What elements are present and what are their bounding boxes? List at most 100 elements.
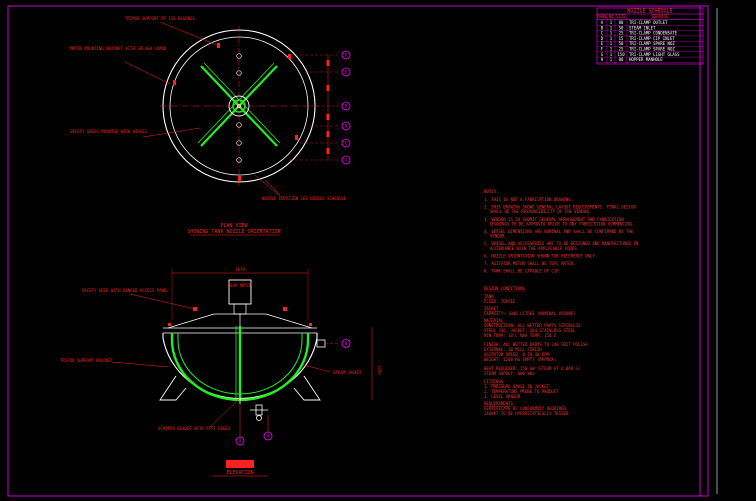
nozzle-service: TRI-CLAMP SPARE NOZ: [629, 41, 675, 46]
plan-view-title: PLAN VIEW: [220, 223, 248, 229]
design-line: JACKET TO BE HYDROSTATICALLY TESTED: [484, 411, 569, 416]
nozzle-header-cell: SERVICE: [652, 14, 669, 19]
nozzle-size: 80: [619, 20, 624, 25]
nozzle-header-cell: SIZE: [616, 14, 626, 19]
marker-bubble: B: [341, 121, 351, 131]
design-line: 1. PRESSURE GAUGE TO JACKET: [484, 384, 550, 389]
nozzle-mark: D: [601, 36, 604, 41]
note-line: 3. VENDOR IS TO SUBMIT GENERAL ARRANGEME…: [484, 217, 624, 222]
marker-letter: B: [345, 341, 348, 346]
marker-bubble: G: [341, 155, 351, 165]
nozzle-no: 1: [610, 41, 613, 46]
design-line: CAPACITY: 1000 LITRES (NOMINAL VOLUME): [484, 311, 576, 316]
plan-view-subtitle: SHOWING TANK NOZZLE ORIENTATION: [187, 229, 280, 235]
marker-bubble: C: [341, 138, 351, 148]
nozzle-header-cell: NO: [609, 14, 614, 19]
marker-letter: F: [345, 53, 348, 58]
marker-bubble: F: [341, 50, 351, 60]
marker-letter: D: [345, 104, 348, 109]
note-line: 7. AGITATOR MOTOR SHALL BE TEFC RATED.: [484, 261, 576, 266]
design-heading: DESIGN CONDITIONS: [484, 286, 526, 291]
design-heading: JACKET: [484, 306, 499, 311]
design-line: AGITATOR SPEED: 0 TO 40 RPM: [484, 352, 550, 357]
plan-dim-ticks: [326, 60, 330, 154]
design-line: CONSTRUCTION: ALL WETTED PARTS STAINLESS: [484, 323, 581, 328]
marker-letter: H: [267, 434, 270, 439]
nozzle-no: 1: [610, 25, 613, 30]
nozzle-mark: B: [601, 25, 604, 30]
safety-grid-label: SAFETY GRID WITH HINGED ACCESS PANEL: [82, 288, 169, 293]
marker-bubble: B: [341, 339, 351, 348]
design-line: EXTERNAL: 2B MILL FINISH: [484, 347, 542, 352]
marker-bubble: H: [263, 431, 273, 441]
nozzle-schedule-title: NOZZLE SCHEDULE: [627, 9, 672, 15]
plan-callout-nozzle: NOZZLE LOCATION SEE NOZZLE SCHEDULE: [262, 196, 347, 201]
note-line: 5. VESSEL AND ACCESSORIES ARE TO BE DESI…: [484, 241, 639, 246]
elevation-height-dim: 1250: [377, 365, 382, 375]
nozzle-row: B 1 50 STEAM INLET: [597, 25, 703, 31]
elevation-leaders: [111, 293, 331, 438]
design-line: FLUID: TOFFEE: [484, 299, 516, 304]
nozzle-size: 25: [619, 31, 624, 36]
nozzle-service: TRI-CLAMP LIGHT GLASS: [629, 52, 680, 57]
support-label: TRIPOD SUPPORT BRACKET: [60, 358, 114, 363]
elevation-markers: A B H: [235, 339, 351, 446]
motor-label: GEAR MOTOR: [228, 283, 253, 288]
nozzle-mark: F: [601, 47, 604, 52]
nozzle-mark: A: [601, 20, 604, 25]
note-line: SHALL BE THE RESPONSIBILITY OF THE VENDO…: [490, 209, 591, 214]
nozzle-no: 1: [610, 52, 613, 57]
nozzle-mark: H: [601, 57, 604, 62]
note-line: 4. VESSEL DIMENSIONS ARE NOMINAL AND SHA…: [484, 229, 634, 234]
nozzle-no: 1: [610, 31, 613, 36]
design-line: STEEL 316. JACKET: 304 STAINLESS STEEL: [484, 328, 576, 333]
plan-red-accents: [173, 43, 298, 181]
nozzle-service: STEAM INLET: [629, 25, 656, 30]
scraper-label: SCRAPER BLADES WITH PTFE EDGES: [158, 426, 231, 431]
note-line: 6. NOZZLE ORIENTATION SHOWN FOR REFERENC…: [484, 253, 597, 258]
design-line: FINISH: ALL WETTED PARTS TO 240 GRIT POL…: [484, 342, 588, 347]
nozzle-size: 50: [619, 41, 624, 46]
note-line: 1. THIS IS NOT A FABRICATION DRAWING.: [484, 197, 573, 202]
nozzle-size: 15: [619, 36, 624, 41]
marker-letter: E: [345, 70, 348, 75]
plan-projection-lines: [290, 54, 340, 161]
notes-block: NOTES: 1. THIS IS NOT A FABRICATION DRAW…: [484, 189, 639, 274]
design-line: WEIGHT: 1200 KG EMPTY (APPROX): [484, 357, 556, 362]
note-line: VENDOR.: [490, 234, 507, 239]
note-line: 8. TANK SHALL BE CAPABLE OF CIP.: [484, 269, 561, 274]
marker-letter: C: [345, 141, 348, 146]
design-heading: REQUIREMENTS: [484, 401, 513, 406]
marker-letter: G: [345, 158, 348, 163]
plan-callout-motor: MOTOR MOUNTING BRACKET WITH SPLASH GUARD: [70, 46, 167, 51]
nozzle-mark: E: [601, 41, 604, 46]
plan-callout-tripod: TRIPOD SUPPORT AT 120 DEGREES: [125, 16, 195, 21]
marker-letter: A: [239, 439, 242, 444]
side-nozzle: [316, 339, 340, 348]
elevation-title: ELEVATION: [226, 470, 253, 476]
marker-bubble: E: [341, 67, 351, 77]
agitator-frame: [170, 326, 310, 402]
nozzle-row: E 1 50 TRI-CLAMP SPARE NOZ: [597, 41, 703, 47]
jacket-label: STEAM JACKET: [333, 370, 362, 375]
design-line: HEAT REQUIRED: 150 kW (STEAM AT 6 BAR G): [484, 366, 580, 371]
nozzle-mark: C: [601, 31, 604, 36]
plan-markers: F E D B C G: [341, 50, 351, 165]
design-heading: MATERIAL: [484, 318, 504, 323]
elevation-view: 1870 1250 GEAR MOTOR: [60, 267, 382, 477]
design-heading: TANK: [484, 294, 494, 299]
marker-bubble: D: [341, 101, 351, 111]
nozzle-size: 50: [619, 25, 624, 30]
note-line: 2. THIS DRAWING SHOWS GENERAL LAYOUT REQ…: [484, 205, 636, 210]
design-heading: FITTINGS: [484, 379, 504, 384]
nozzle-size: 80: [619, 57, 624, 62]
design-line: 3. LEVEL SENSOR: [484, 394, 521, 399]
